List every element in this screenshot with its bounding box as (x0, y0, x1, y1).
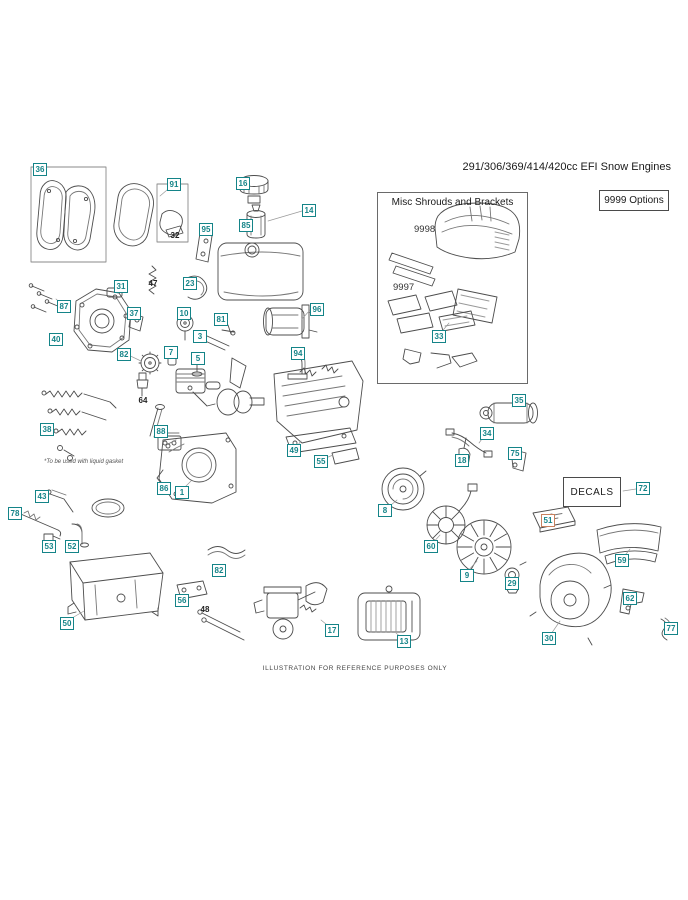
options-box: 9999 Options (599, 190, 669, 211)
cam-gear-art (138, 351, 162, 375)
gasket-kit-art (30, 166, 107, 263)
governor-rod-art (15, 510, 62, 537)
long-bolts-art (197, 609, 245, 641)
rocker-arms-art (215, 320, 236, 336)
fuel-cap-art (239, 175, 269, 204)
engine-cover-art (434, 202, 521, 260)
mount-bracket-art (510, 448, 527, 472)
carb-plate-art (195, 232, 213, 263)
fuel-tank-art (217, 242, 304, 301)
muffler-art (263, 304, 318, 339)
breather-tube-art (207, 546, 246, 559)
governor-gear-art (176, 314, 194, 341)
decals-label: DECALS (570, 486, 614, 498)
page-title: 291/306/369/414/420cc EFI Snow Engines (462, 161, 671, 173)
decals-box: DECALS (563, 477, 621, 507)
gasket-footnote: *To be used with liquid gasket (44, 459, 124, 465)
misc-shrouds-title: Misc Shrouds and Brackets (391, 197, 514, 208)
head-gasket-art (113, 183, 189, 247)
oil-pan-art (67, 552, 164, 621)
starter-motor-art (479, 402, 538, 424)
misc-shrouds-box: Misc Shrouds and Brackets (377, 192, 528, 384)
wiring-harness-art (445, 428, 493, 458)
base-gasket-art (176, 580, 208, 600)
flywheel-art (456, 519, 512, 575)
blower-housing-art (529, 552, 612, 646)
small-brackets-art (402, 348, 478, 369)
ring-gasket-art (91, 498, 125, 518)
z-bracket-art (619, 588, 645, 615)
exhaust-elbow-art (287, 351, 308, 380)
governor-springs-art (41, 390, 117, 461)
piston-crank-art (175, 368, 265, 416)
governor-lever-art (46, 489, 74, 513)
bracket-rails-art (388, 252, 436, 287)
chute-bracket-art (532, 506, 576, 533)
options-box-label: 9999 Options (604, 195, 664, 206)
spark-plug-art (136, 372, 149, 397)
dipstick-art (149, 404, 165, 438)
footer-note: ILLUSTRATION FOR REFERENCE PURPOSES ONLY (262, 665, 448, 672)
valve-train-art (167, 335, 247, 389)
oil-fittings-art (43, 523, 89, 548)
recoil-starter-art (381, 467, 427, 511)
engine-block-art (156, 432, 237, 504)
cylinder-head-art (273, 360, 364, 465)
spring-art (148, 265, 157, 295)
clip-art (660, 617, 671, 641)
fuel-filter-art (246, 204, 266, 239)
leader-lines (55, 183, 638, 641)
heat-shields-art (387, 288, 498, 334)
air-cleaner-art (357, 585, 421, 641)
carburetor-art (253, 582, 328, 640)
stator-art (426, 483, 478, 545)
starter-cup-art (504, 561, 527, 594)
crankcase-cover-art (73, 288, 132, 353)
cover-screws-art (28, 283, 61, 313)
side-panel-art (596, 523, 662, 565)
intake-elbow-art (186, 275, 208, 300)
